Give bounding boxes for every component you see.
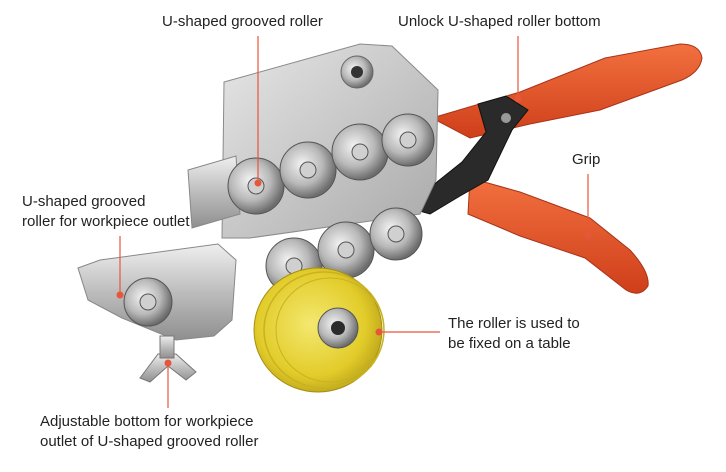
label-u-shaped-roller: U-shaped grooved roller (162, 13, 323, 30)
upper-handle (430, 43, 703, 139)
wing-nut (139, 335, 197, 383)
label-table-roller: The roller is used to be fixed on a tabl… (448, 314, 580, 354)
label-unlock-roller-bottom: Unlock U-shaped roller bottom (398, 13, 601, 30)
label-outlet-roller-line2: roller for workpiece outlet (22, 213, 190, 230)
leader-lines (116, 36, 592, 408)
table-mount-wheel (253, 267, 385, 393)
label-table-roller-line2: be fixed on a table (448, 335, 571, 352)
label-outlet-roller: U-shaped grooved roller for workpiece ou… (22, 192, 190, 232)
label-outlet-roller-line1: U-shaped grooved (22, 193, 146, 210)
label-adjustable-line1: Adjustable bottom for workpiece (40, 413, 254, 430)
lower-handle (467, 177, 649, 294)
label-adjustable-line2: outlet of U-shaped grooved roller (40, 433, 259, 450)
label-adjustable-bottom: Adjustable bottom for workpiece outlet o… (40, 412, 258, 452)
unlock-lever (415, 95, 529, 215)
bar-stock (187, 155, 241, 229)
upper-roller-row (227, 113, 435, 215)
label-table-roller-line1: The roller is used to (448, 315, 580, 332)
label-grip: Grip (572, 151, 601, 168)
